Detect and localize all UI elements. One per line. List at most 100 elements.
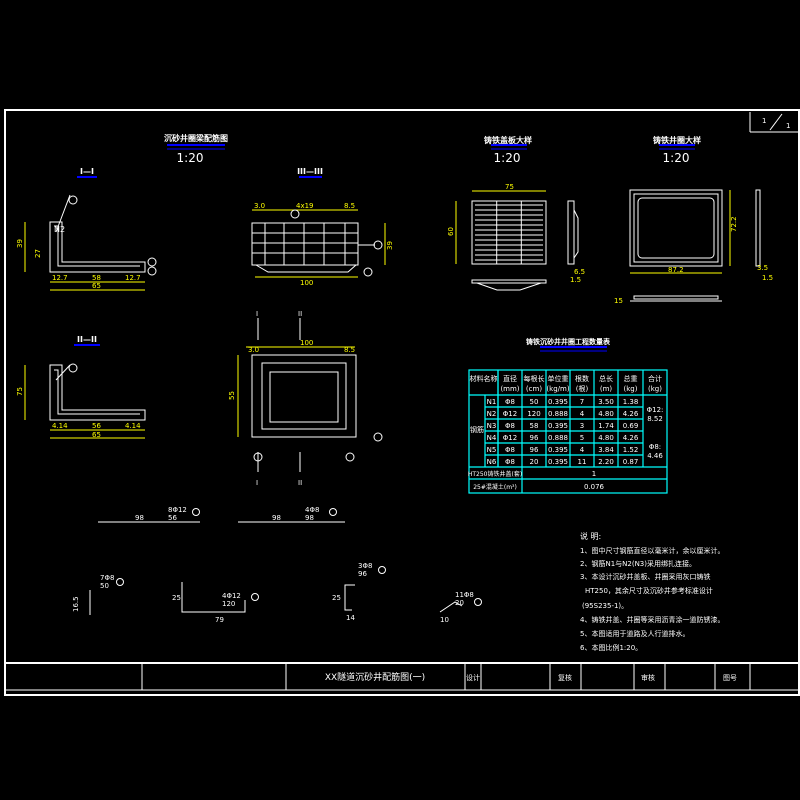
plan-top-dim: 100 (300, 339, 313, 347)
cover-width: 75 (505, 183, 514, 191)
title-block: XX隧道沉砂井配筋图(一) 设计 复核 审核 图号 (5, 663, 799, 691)
table-header-1: 直径 (503, 374, 517, 383)
section-1-height: 39 (16, 239, 24, 248)
cover-scale: 1:20 (494, 151, 521, 165)
plan-top-right-dim: 8.5 (344, 346, 355, 354)
frame-dim-a: 3.5 (757, 264, 768, 272)
table-sum-1-value: 8.52 (647, 415, 663, 423)
section-3-top-mid: 4x19 (296, 202, 314, 210)
rebar-3-length: 14 (346, 614, 355, 622)
rebar-6 (439, 601, 463, 613)
table-cell: Φ8 (505, 446, 515, 454)
table-cell: N4 (487, 434, 497, 442)
table-grid (468, 369, 668, 494)
section-2-outer: 65 (92, 431, 101, 439)
rebar-2-leg: 25 (172, 594, 181, 602)
page-number: 1 (762, 117, 766, 125)
section-1-top: 27 (34, 249, 42, 258)
section-2-label: II—II (77, 335, 97, 344)
table-cell: 0.888 (548, 410, 568, 418)
table-cell: 4.80 (598, 410, 614, 418)
table-concrete-value: 0.076 (584, 483, 605, 491)
table-cell: 0.395 (548, 446, 568, 454)
cover-dim-a: 6.5 (574, 268, 585, 276)
table-cell: 0.395 (548, 422, 568, 430)
table-cell: 4.80 (598, 434, 614, 442)
table-header-7: 合计 (648, 374, 662, 383)
table-cell: 11 (578, 458, 587, 466)
table-header-unit-6: (kg) (624, 385, 638, 393)
table-cell: Φ8 (505, 458, 515, 466)
section-3-bottom: 100 (300, 279, 313, 287)
table-cell: 96 (530, 434, 539, 442)
rebar-2-total: 120 (222, 600, 235, 608)
table-cell: 3.84 (598, 446, 614, 454)
rebar-6-spec: 11Φ8 (455, 591, 474, 599)
table-header-4: 根数 (575, 374, 589, 383)
section-1-label: I—I (80, 167, 94, 176)
table-header-2: 每根长 (524, 374, 545, 383)
table-cell: 5 (580, 434, 584, 442)
section-3-3: III—III 3.0 4x19 8.5 100 39 (251, 167, 394, 287)
section-3-top-left: 3.0 (254, 202, 265, 210)
note-item: 1、图中尺寸钢筋直径以毫米计，余以厘米计。 (580, 546, 724, 555)
table-cell: Φ8 (505, 422, 515, 430)
frame-dim-c: 15 (614, 297, 623, 305)
rebar-2-length: 79 (215, 616, 224, 624)
table-cell: 96 (530, 446, 539, 454)
review-label: 审核 (641, 673, 655, 682)
frame-title: 铸铁井圈大样 (653, 135, 701, 145)
section-3-right: 39 (386, 241, 394, 250)
table-cell: 4 (580, 410, 585, 418)
section-1-outer: 65 (92, 282, 101, 290)
section-1-rebar: N2 (54, 225, 65, 234)
table-cell: 2.20 (598, 458, 614, 466)
cover-title: 铸铁盖板大样 (484, 135, 532, 145)
notes-heading: 说 明: (580, 531, 601, 541)
table-cell: 4.26 (623, 434, 639, 442)
table-cells: 材料名称直径(mm)每根长(cm)单位重(kg/m)根数(根)总长(m)总重(k… (468, 374, 664, 491)
frame-height: 72.2 (730, 216, 738, 232)
table-cell: Φ12 (503, 434, 517, 442)
table-cell: 3 (580, 422, 584, 430)
table-header-unit-7: (kg) (648, 385, 662, 393)
rebar-5-length: 98 (272, 514, 281, 522)
rebar-1-leg: 16.5 (72, 596, 80, 612)
table-cell: 7 (580, 398, 584, 406)
table-cell: 4.26 (623, 410, 639, 418)
table-cell: N3 (487, 422, 497, 430)
section-2-inner: 56 (92, 422, 101, 430)
table-header-5: 总长 (599, 374, 613, 383)
rebar-2-spec: 4Φ12 (222, 592, 241, 600)
table-cell: 4 (580, 446, 585, 454)
note-item: 2、钢筋N1与N2(N3)采用绑扎连接。 (580, 559, 696, 568)
plan-cut-2-top: II (298, 310, 302, 318)
frame-width: 87.2 (668, 266, 684, 274)
table-cell: N1 (487, 398, 497, 406)
table-ht250-value: 1 (592, 470, 596, 478)
frame-scale: 1:20 (663, 151, 690, 165)
plan-top-left-dim: 3.0 (248, 346, 259, 354)
quantity-table: 铸铁沉砂井井圈工程数量表 材料名称直径(mm)每根长(cm)单位重(kg/m)根… (468, 337, 668, 494)
rebar-3-leg: 25 (332, 594, 341, 602)
frame-detail: 铸铁井圈大样 1:20 87.2 72.2 3.5 1.5 15 (614, 135, 773, 305)
table-cell: N6 (487, 458, 497, 466)
page-total: 1 (786, 122, 790, 130)
section-2-left: 4.14 (52, 422, 68, 430)
design-label: 设计 (466, 673, 480, 682)
table-concrete-label: 25#混凝土(m³) (473, 483, 517, 491)
table-cell: 120 (527, 410, 540, 418)
table-cell: 0.395 (548, 458, 568, 466)
table-header-unit-2: (cm) (526, 385, 542, 393)
notes: 说 明: 1、图中尺寸钢筋直径以毫米计，余以厘米计。 2、钢筋N1与N2(N3)采… (580, 531, 724, 652)
drawing-number-label: 图号 (723, 674, 737, 682)
rebar-4-total: 56 (168, 514, 177, 522)
rebar-5-total: 98 (305, 514, 314, 522)
table-cell: N2 (487, 410, 497, 418)
note-item: 4、铸铁井盖、井圈等采用沥青涂一道防锈漆。 (580, 615, 724, 624)
rebar-5-spec: 4Φ8 (305, 506, 319, 514)
table-cell: Φ8 (505, 398, 515, 406)
table-cell: 58 (530, 422, 539, 430)
